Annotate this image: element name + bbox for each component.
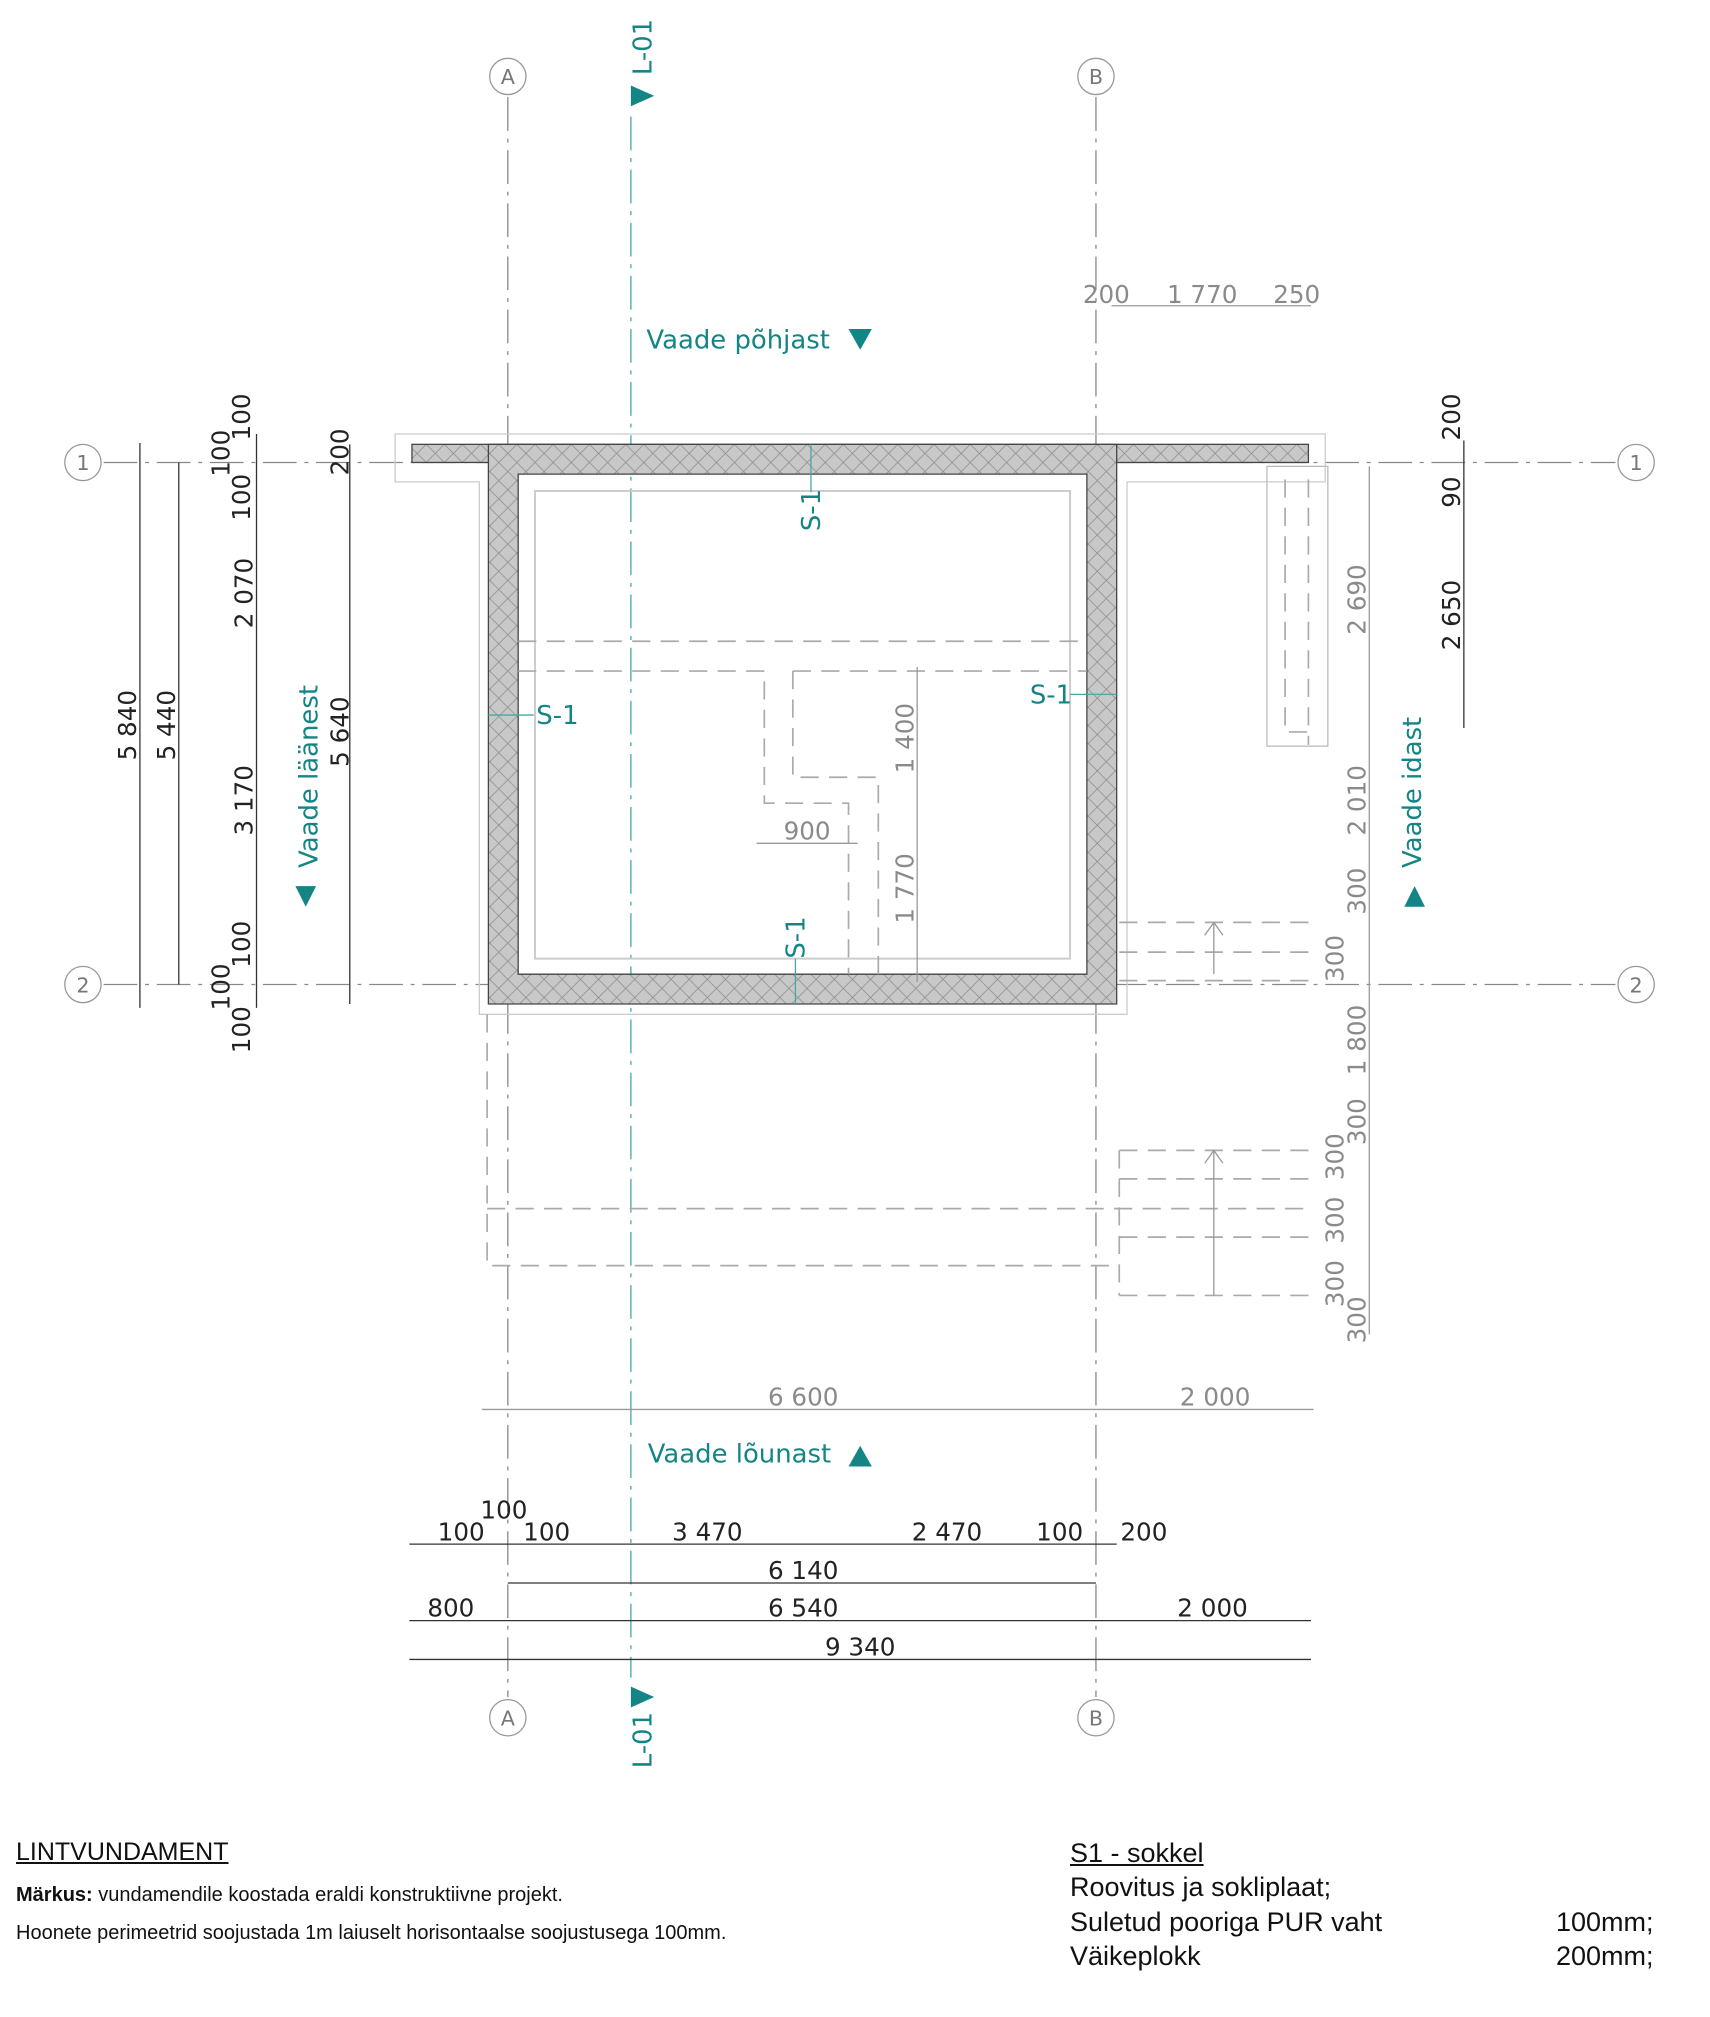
- dim-right-m: 300: [1342, 1296, 1371, 1343]
- dim-right-k: 300: [1320, 1197, 1349, 1244]
- section-label-bottom: L-01: [629, 1712, 659, 1768]
- s1-tag-right: S-1: [1030, 680, 1072, 710]
- grid-label-b-bottom: B: [1089, 1707, 1103, 1731]
- dim-right-b: 90: [1437, 476, 1466, 507]
- dim-right-h: 1 800: [1342, 1005, 1371, 1075]
- dim-bottom-gray-b: 2 000: [1180, 1383, 1250, 1412]
- dim-top-right-b: 1 770: [1167, 280, 1237, 309]
- dim-bottom-gray-a: 6 600: [768, 1383, 838, 1412]
- dim-bottom-r1-2: 100: [523, 1517, 570, 1546]
- dim-left-top: 200: [325, 428, 354, 475]
- dim-right-a: 200: [1437, 393, 1466, 440]
- view-north-arrow-icon: [848, 329, 872, 350]
- dim-left-c: 100: [227, 474, 256, 521]
- dim-right-f: 300: [1342, 868, 1371, 915]
- hidden-footings: [486, 640, 1309, 1297]
- grid-label-2-right: 2: [1630, 973, 1643, 997]
- dim-bottom-r4: 9 340: [825, 1633, 895, 1662]
- view-east-label: Vaade idast: [1398, 717, 1428, 868]
- dim-left-total-inner: 5 440: [152, 690, 181, 760]
- section-arrow-bottom-icon: [630, 1686, 655, 1708]
- dim-left-total-outer: 5 840: [113, 690, 142, 760]
- grid-label-b: B: [1089, 65, 1103, 89]
- dim-left-f: 100: [227, 921, 256, 968]
- dim-right-d: 2 690: [1342, 564, 1371, 634]
- dim-left-a: 100: [227, 393, 256, 440]
- dim-bottom-r3-2: 2 000: [1177, 1594, 1247, 1623]
- dim-bottom-r1-1: 100: [480, 1495, 527, 1524]
- view-south-arrow-icon: [848, 1445, 872, 1467]
- view-east-arrow-icon: [1404, 886, 1425, 907]
- view-west-arrow-icon: [295, 886, 317, 907]
- section-arrow-top-icon: [630, 85, 655, 107]
- dim-top-right-c: 250: [1273, 280, 1320, 309]
- dim-left-e: 3 170: [230, 765, 259, 835]
- grid-label-1: 1: [76, 451, 89, 475]
- dim-bottom-r1-0: 100: [438, 1517, 485, 1546]
- grid-label-a: A: [501, 65, 515, 89]
- dim-bottom-r2: 6 140: [768, 1556, 838, 1585]
- grid-label-2: 2: [76, 973, 89, 997]
- dimension-lines: [139, 433, 1465, 1661]
- s1-tag-top: S-1: [797, 489, 827, 531]
- gray-dimension-lines: [481, 305, 1370, 1411]
- section-label-top: L-01: [629, 19, 659, 75]
- grid-label-1-right: 1: [1630, 451, 1643, 475]
- grid-label-a-bottom: A: [501, 1707, 515, 1731]
- dim-right-l: 300: [1320, 1260, 1349, 1307]
- dim-right-j: 300: [1320, 1133, 1349, 1180]
- dim-inside-a: 1 400: [890, 703, 919, 773]
- view-north-label: Vaade põhjast: [646, 325, 829, 355]
- dim-left-d: 2 070: [230, 558, 259, 628]
- dim-bottom-r3-1: 6 540: [768, 1594, 838, 1623]
- dim-left-g: 100: [206, 963, 235, 1010]
- dim-bottom-r1-6: 200: [1120, 1517, 1167, 1546]
- section-markers: [488, 444, 1117, 1004]
- dim-bottom-r1-3: 3 470: [672, 1517, 742, 1546]
- dim-right-c: 2 650: [1437, 580, 1466, 650]
- dim-left-b: 100: [206, 430, 235, 477]
- dim-left-total-wall: 5 640: [325, 696, 354, 766]
- foundation-wall: [411, 443, 1310, 1005]
- dim-bottom-r1-5: 100: [1036, 1517, 1083, 1546]
- dim-left-h: 100: [227, 1006, 256, 1053]
- dim-right-i: 300: [1342, 1098, 1371, 1145]
- dim-inside-b: 1 770: [890, 853, 919, 923]
- view-west-label: Vaade läänest: [294, 685, 324, 868]
- dim-bottom-r3-0: 800: [427, 1594, 474, 1623]
- dim-bottom-r1-4: 2 470: [912, 1517, 982, 1546]
- grid-bubbles: [64, 57, 1655, 1737]
- dim-right-g: 300: [1320, 935, 1349, 982]
- view-south-label: Vaade lõunast: [648, 1440, 831, 1470]
- dim-right-e: 2 010: [1342, 765, 1371, 835]
- plinth-outline: [394, 433, 1329, 1015]
- s1-tag-bottom: S-1: [781, 916, 811, 958]
- s1-tag-left: S-1: [536, 701, 578, 731]
- dim-inside-c: 900: [784, 816, 831, 845]
- dim-top-right-a: 200: [1083, 280, 1130, 309]
